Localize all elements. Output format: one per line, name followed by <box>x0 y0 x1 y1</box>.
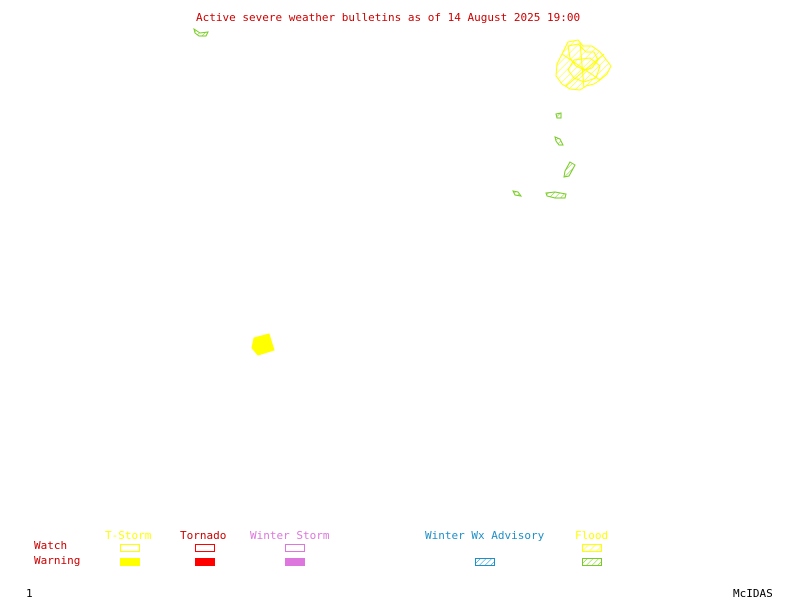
flood-warning-area <box>193 27 209 37</box>
tstorm-warning-area <box>251 333 275 356</box>
tornado-warning-swatch <box>195 558 215 566</box>
legend-watch-label: Watch <box>34 539 68 552</box>
bulletin-title: Active severe weather bulletins as of 14… <box>196 11 581 24</box>
flood-warning-area <box>545 191 567 199</box>
flood-warning-area <box>563 161 576 178</box>
legend-flood-label: Flood <box>575 529 609 542</box>
legend-warning-label: Warning <box>34 554 81 567</box>
flood-watch-cluster <box>555 39 612 91</box>
frame-number: 1 <box>26 587 33 600</box>
legend-winter-wx-advisory-label: Winter Wx Advisory <box>425 529 545 542</box>
tornado-watch-swatch <box>195 544 215 552</box>
legend-tstorm-label: T-Storm <box>105 529 152 542</box>
flood-warning-swatch <box>582 558 602 566</box>
winter-wx-advisory-swatch <box>475 558 495 566</box>
flood-watch-swatch <box>582 544 602 552</box>
winter-storm-watch-swatch <box>285 544 305 552</box>
flood-warning-area <box>512 190 523 197</box>
flood-warning-area <box>554 136 564 146</box>
flood-warning-area <box>555 112 562 119</box>
tstorm-warning-swatch <box>120 558 140 566</box>
legend-winter-storm-label: Winter Storm <box>250 529 330 542</box>
mcidas-brand: McIDAS <box>733 587 773 600</box>
legend-tornado-label: Tornado <box>180 529 227 542</box>
tstorm-watch-swatch <box>120 544 140 552</box>
winter-storm-warning-swatch <box>285 558 305 566</box>
